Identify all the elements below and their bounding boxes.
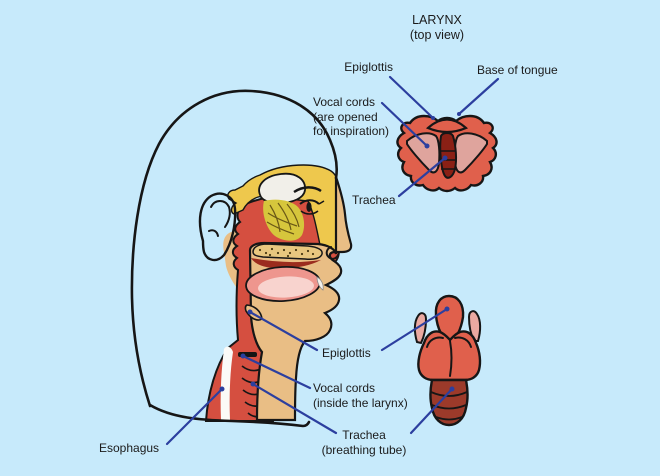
tooth xyxy=(316,276,324,291)
leader-vocal-cords-head xyxy=(241,354,312,390)
label-vocal-cords-bottom-line1: Vocal cords xyxy=(313,381,376,395)
esophagus-lumen xyxy=(220,346,233,420)
leader-epiglottis-front xyxy=(380,307,449,352)
pupil xyxy=(306,202,312,212)
ear xyxy=(198,192,237,262)
mouth-opening xyxy=(251,258,321,269)
label-trachea-bottom-line2: (breathing tube) xyxy=(321,442,407,457)
head-cross-section-illustration xyxy=(130,89,353,428)
label-epiglottis-bottom: Epiglottis xyxy=(322,346,371,360)
sinus-white-region xyxy=(258,172,306,204)
leader-trachea-front xyxy=(409,387,454,435)
nostril xyxy=(325,246,339,260)
leader-epiglottis-head xyxy=(248,310,319,352)
epiglottis-leaf xyxy=(434,294,465,345)
turbinate-branch-lines xyxy=(266,202,300,235)
teeth-speckles xyxy=(258,247,315,258)
diagram-title-line2: (top view) xyxy=(409,27,465,42)
label-vocal-cords-top-line1: Vocal cords xyxy=(313,95,376,109)
horn-left xyxy=(413,312,428,345)
label-trachea-top: Trachea xyxy=(352,193,396,207)
head-outline xyxy=(130,89,339,408)
thyroid-cartilage xyxy=(417,330,482,382)
leader-trachea-top xyxy=(397,156,447,198)
leader-vocal-cords-top xyxy=(380,101,429,148)
label-epiglottis-top: Epiglottis xyxy=(344,60,393,74)
leader-trachea-head xyxy=(251,382,338,435)
diagram-title-line1: LARYNX xyxy=(412,13,462,27)
leader-base-of-tongue xyxy=(457,77,500,116)
label-trachea-bottom: Trachea (breathing tube) xyxy=(312,428,416,457)
trachea-opening xyxy=(439,132,458,179)
label-vocal-cords-bottom-line2: (inside the larynx) xyxy=(313,395,408,410)
epiglottis-rim xyxy=(425,118,469,134)
leader-lines xyxy=(165,75,500,446)
neck-base-outline xyxy=(148,403,311,428)
diagram-title: LARYNX (top view) xyxy=(377,13,497,42)
label-vocal-cords-top-line2: (are opened xyxy=(313,109,378,124)
label-vocal-cords-bottom: Vocal cords (inside the larynx) xyxy=(313,381,408,410)
thyroid-detail-lines xyxy=(426,336,472,377)
trachea-tube xyxy=(429,378,469,427)
leader-esophagus xyxy=(165,387,224,446)
leader-epiglottis-top xyxy=(388,75,435,120)
leader-dots xyxy=(219,112,461,392)
larynx-front-view-illustration xyxy=(413,294,482,427)
label-vocal-cords-top-line3: for inspiration) xyxy=(313,124,390,138)
label-esophagus: Esophagus xyxy=(99,441,160,455)
label-vocal-cords-top: Vocal cords (are opened for inspiration) xyxy=(313,95,389,139)
label-trachea-bottom-line1: Trachea xyxy=(342,428,386,442)
eye xyxy=(293,186,325,215)
larynx-top-view-illustration xyxy=(396,114,498,193)
label-base-of-tongue: Base of tongue xyxy=(477,63,558,77)
tongue-highlight xyxy=(258,276,314,298)
horn-right xyxy=(467,310,482,342)
